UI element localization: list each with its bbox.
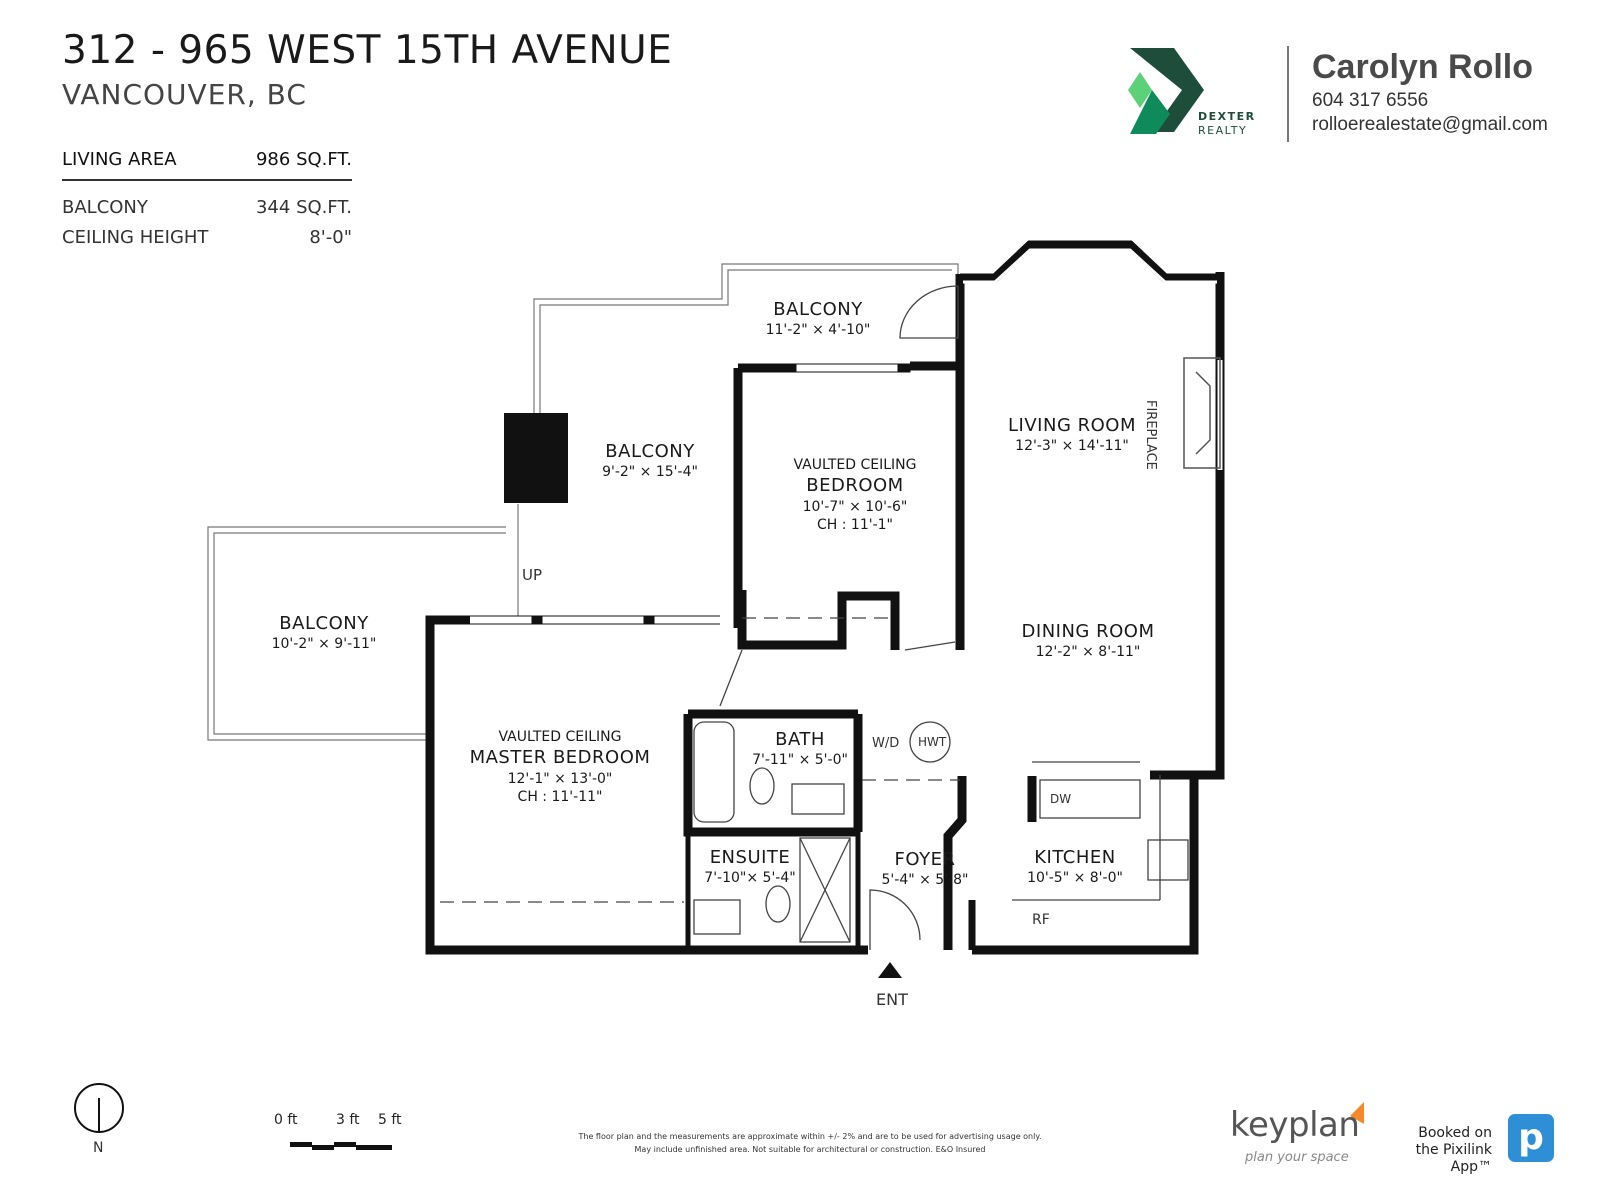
agent-name: Carolyn Rollo	[1312, 48, 1534, 86]
room-foyer: FOYER 5'-4" × 5'-8"	[881, 849, 969, 889]
entrance-label: ENT	[876, 990, 908, 1009]
scale-label-3: 3 ft	[336, 1112, 360, 1128]
doors	[719, 285, 959, 950]
disclaimer-line: The floor plan and the measurements are …	[578, 1132, 1042, 1141]
scale-bar	[290, 1142, 392, 1150]
pixilink-line: Booked on	[1418, 1125, 1492, 1141]
keyplan-tagline: plan your space	[1245, 1150, 1349, 1165]
disclaimer-line: May include unfinished area. Not suitabl…	[634, 1145, 986, 1154]
stat-balcony: BALCONY 344 SQ.FT.	[62, 193, 352, 223]
structural-column	[504, 413, 568, 503]
logo-text: REALTY	[1198, 124, 1248, 137]
logo-text: DEXTER	[1198, 110, 1256, 123]
agent-email: rolloerealestate@gmail.com	[1312, 114, 1548, 135]
dexter-realty-logo	[1128, 48, 1204, 134]
fireplace-label: FIREPLACE	[1143, 400, 1158, 470]
scale-label-0: 0 ft	[274, 1112, 298, 1128]
scale-label-5: 5 ft	[378, 1112, 402, 1128]
room-ensuite: ENSUITE 7'-10"× 5'-4"	[704, 847, 796, 887]
pixilink-line: the Pixilink App™	[1415, 1142, 1492, 1175]
stat-label: CEILING HEIGHT	[62, 227, 209, 248]
stat-value: 986 SQ.FT.	[255, 149, 352, 170]
stat-living-area: LIVING AREA 986 SQ.FT.	[62, 145, 352, 181]
washer-dryer-label: W/D	[872, 736, 900, 751]
stat-label: BALCONY	[62, 197, 148, 218]
listing-city: VANCOUVER, BC	[62, 78, 307, 111]
room-balcony-top: BALCONY 11'-2" × 4'-10"	[765, 299, 871, 339]
room-balcony-left: BALCONY 10'-2" × 9'-11"	[271, 613, 377, 653]
room-dining: DINING ROOM 12'-2" × 8'-11"	[1021, 621, 1155, 661]
stairs-up-label: UP	[522, 566, 543, 584]
bay-window	[960, 240, 1220, 284]
stat-ceiling-height: CEILING HEIGHT 8'-0"	[62, 223, 352, 253]
stat-value: 8'-0"	[309, 227, 352, 248]
room-bedroom: VAULTED CEILING BEDROOM 10'-7" × 10'-6" …	[793, 457, 917, 533]
room-master-bedroom: VAULTED CEILING MASTER BEDROOM 12'-1" × …	[469, 729, 651, 805]
north-label: N	[93, 1140, 104, 1156]
refrigerator-label: RF	[1032, 912, 1050, 928]
listing-address: 312 - 965 WEST 15TH AVENUE	[62, 28, 673, 73]
keyplan-logo: keyplan	[1230, 1105, 1360, 1145]
hot-water-tank-label: HWT	[918, 735, 947, 749]
room-balcony-mid: BALCONY 9'-2" × 15'-4"	[602, 441, 698, 481]
stat-label: LIVING AREA	[62, 149, 177, 170]
agent-phone: 604 317 6556	[1312, 90, 1429, 111]
fireplace-unit	[1183, 357, 1221, 469]
balcony-railings	[207, 263, 959, 741]
room-living: LIVING ROOM 12'-3" × 14'-11"	[1008, 415, 1136, 455]
dishwasher-label: DW	[1050, 792, 1072, 806]
area-stats: LIVING AREA 986 SQ.FT. BALCONY 344 SQ.FT…	[62, 145, 352, 253]
header-divider	[1287, 46, 1289, 142]
room-kitchen: KITCHEN 10'-5" × 8'-0"	[1027, 847, 1123, 887]
window-frames	[470, 363, 911, 625]
entrance-arrow	[878, 962, 902, 978]
stat-value: 344 SQ.FT.	[255, 197, 352, 218]
fixtures	[440, 617, 1189, 943]
room-bath: BATH 7'-11" × 5'-0"	[752, 729, 848, 769]
keyplan-fox-icon	[1350, 1102, 1364, 1124]
disclaimer: The floor plan and the measurements are …	[560, 1130, 1060, 1156]
pixilink-text: Booked on the Pixilink App™	[1380, 1125, 1492, 1176]
pixilink-app-icon: p	[1508, 1114, 1554, 1162]
